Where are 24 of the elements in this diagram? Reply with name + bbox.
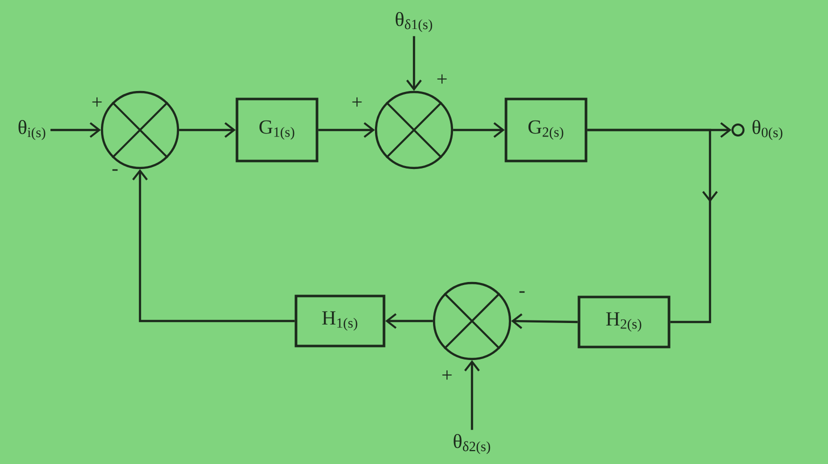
output-terminal <box>732 124 744 136</box>
arrow <box>385 313 433 329</box>
signal-label: θ$_{i(s)}$ <box>18 120 46 140</box>
summing-junction <box>100 90 180 170</box>
signal-label: θ$_{0(s)}$ <box>752 120 782 140</box>
arrow <box>179 122 236 138</box>
signal-label: θ$_{δ1(s)}$ <box>396 12 432 32</box>
arrow <box>511 313 578 329</box>
summing-junction <box>374 90 454 170</box>
sign-label: + <box>352 97 362 107</box>
transfer-function-box: H$_{2(s)}$ <box>578 296 670 348</box>
arrow <box>453 122 505 138</box>
transfer-function-box: H$_{1(s)}$ <box>294 294 386 348</box>
arrow <box>50 122 101 138</box>
arrow <box>318 122 375 138</box>
transfer-function-box: G$_{1(s)}$ <box>236 98 318 162</box>
signal-label: θ$_{δ2(s)}$ <box>454 434 490 454</box>
arrow <box>464 360 480 430</box>
sign-label: + <box>442 370 452 380</box>
arrow <box>132 169 295 322</box>
transfer-function-box: G$_{2(s)}$ <box>504 98 588 162</box>
sign-label: - <box>519 291 525 293</box>
arrow <box>406 36 422 91</box>
summing-junction <box>432 282 512 360</box>
